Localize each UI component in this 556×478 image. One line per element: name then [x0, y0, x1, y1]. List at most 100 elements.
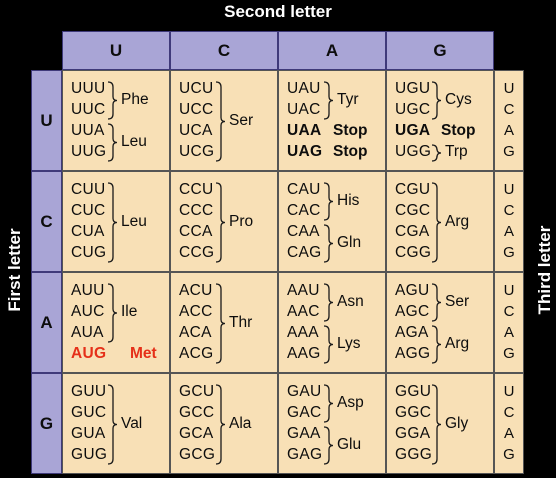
codon: AUU [71, 282, 105, 299]
brace [323, 182, 334, 221]
third-letter-A: A [503, 425, 514, 442]
amino-acid-label: Phe [121, 90, 149, 108]
brace [431, 325, 442, 364]
codon: CCG [179, 244, 215, 261]
brace [431, 81, 442, 120]
brace [215, 81, 226, 162]
brace [107, 283, 118, 343]
codon: AAU [287, 282, 320, 299]
codon: CGG [395, 244, 432, 261]
third-letter-A: A [503, 122, 514, 139]
brace [107, 123, 118, 162]
codon: GAG [287, 446, 323, 463]
codon: UAU [287, 80, 321, 97]
codon: GCG [179, 446, 216, 463]
third-letter-A: A [503, 223, 514, 240]
amino-acid-label: Ser [445, 292, 470, 310]
amino-acid-label: Tyr [337, 90, 359, 108]
second-letter-G: G [386, 31, 494, 70]
amino-acid-label: Asn [337, 292, 364, 310]
second-letter-title: Second letter [224, 2, 332, 21]
codon: UCG [179, 143, 215, 160]
brace [215, 384, 226, 465]
amino-acid-label: Glu [337, 435, 362, 453]
codon: CGU [395, 181, 431, 198]
brace [107, 182, 118, 263]
brace [431, 182, 442, 263]
codon: AUC [71, 303, 105, 320]
codon: CAC [287, 202, 321, 219]
amino-acid-label: Stop [333, 122, 368, 139]
amino-acid-label: Met [130, 345, 157, 362]
amino-acid-label: Ser [229, 111, 254, 129]
amino-acid-label: Leu [121, 132, 147, 150]
codon: AUG [71, 345, 107, 362]
third-letter-G: G [503, 446, 515, 463]
brace [431, 384, 442, 465]
amino-acid-label: Val [121, 414, 143, 432]
third-letter-G: G [503, 244, 515, 261]
codon: UUU [71, 80, 106, 97]
second-letter-C: C [170, 31, 278, 70]
third-letter-U: U [503, 383, 515, 400]
first-letter-U: U [31, 70, 62, 171]
codon: AAG [287, 345, 321, 362]
codon: GGG [395, 446, 433, 463]
codon: UGA [395, 122, 431, 139]
codon: GGC [395, 404, 432, 421]
codon: ACG [179, 345, 214, 362]
amino-acid-label: Stop [441, 122, 476, 139]
codon: GGU [395, 383, 432, 400]
codon: UCA [179, 122, 213, 139]
codon: ACA [179, 324, 212, 341]
amino-acid-label: Thr [229, 313, 253, 331]
brace [323, 384, 334, 423]
codon: GAU [287, 383, 322, 400]
codon: AGC [395, 303, 430, 320]
codon: CCC [179, 202, 214, 219]
first-letter-title: First letter [5, 228, 24, 312]
amino-acid-label: His [337, 191, 360, 209]
first-letter-G: G [31, 373, 62, 474]
amino-acid-label: Ile [121, 303, 138, 320]
amino-acid-label: Asp [337, 393, 364, 411]
codon: GCU [179, 383, 215, 400]
third-letter-C: C [503, 202, 515, 219]
codon: AAC [287, 303, 320, 320]
brace [323, 81, 334, 120]
brace [107, 81, 118, 120]
codon: UAC [287, 101, 321, 118]
codon: GUU [71, 383, 107, 400]
brace [323, 224, 334, 263]
third-letter-A: A [503, 324, 514, 341]
first-letter-C: C [31, 171, 62, 272]
amino-acid-label: Leu [121, 212, 147, 230]
codon: CAA [287, 223, 320, 240]
third-letter-U: U [503, 282, 515, 299]
codon: GUG [71, 446, 108, 463]
codon: UCU [179, 80, 214, 97]
codon: CUG [71, 244, 107, 261]
codon: UCC [179, 101, 214, 118]
codon: AGA [395, 324, 429, 341]
codon: GCC [179, 404, 215, 421]
amino-acid-label: Ala [229, 414, 252, 432]
codon: UGU [395, 80, 431, 97]
codon: CCU [179, 181, 214, 198]
third-letter-G: G [503, 143, 515, 160]
codon: UUA [71, 122, 105, 139]
amino-acid-label: Cys [445, 90, 472, 108]
codon: UUC [71, 101, 106, 118]
